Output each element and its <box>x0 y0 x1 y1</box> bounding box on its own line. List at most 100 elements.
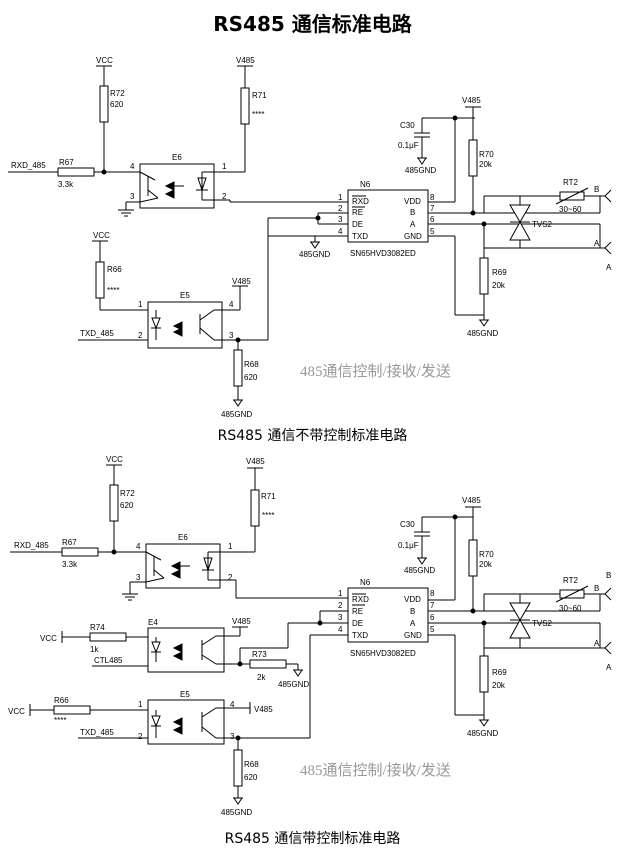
r72-ref: R72 <box>120 489 135 498</box>
v485-label: V485 <box>462 496 481 505</box>
tvs-diode <box>509 602 531 621</box>
r72-ref: R72 <box>110 89 125 98</box>
svg-text:7: 7 <box>430 204 435 213</box>
vcc-label: VCC <box>40 634 57 643</box>
resistor-r73 <box>249 659 287 669</box>
optocoupler-e4 <box>147 627 225 673</box>
svg-text:TXD: TXD <box>352 232 368 241</box>
svg-text:8: 8 <box>430 193 435 202</box>
resistor-r66 <box>53 705 91 715</box>
svg-text:3: 3 <box>136 573 141 582</box>
r72-value: 620 <box>110 100 124 109</box>
rt2-ref: RT2 <box>563 576 579 585</box>
rt2-ref: RT2 <box>563 178 579 187</box>
svg-text:TXD: TXD <box>352 631 368 640</box>
v485-label: V485 <box>246 457 265 466</box>
gnd-label: 485GND <box>467 329 498 338</box>
e5-label: E5 <box>180 690 190 699</box>
svg-text:3: 3 <box>338 613 343 622</box>
output-b-label: B <box>594 185 599 194</box>
n6-label: N6 <box>360 180 371 189</box>
optocoupler-e5 <box>147 699 225 745</box>
svg-text:4: 4 <box>130 162 135 171</box>
output-a-label: A <box>594 639 600 648</box>
r71-value: **** <box>262 511 274 520</box>
svg-text:4: 4 <box>229 300 234 309</box>
vcc-label: VCC <box>96 56 113 65</box>
svg-text:1: 1 <box>138 700 143 709</box>
svg-text:B: B <box>410 208 415 217</box>
e4-label: E4 <box>148 618 158 627</box>
txd-label: TXD_485 <box>80 728 114 737</box>
optocoupler-e5 <box>147 301 223 349</box>
r70-value: 20k <box>479 560 493 569</box>
v485-label: V485 <box>232 277 251 286</box>
v485-label: V485 <box>236 56 255 65</box>
resistor-r70 <box>468 139 478 177</box>
gnd-label: 485GND <box>299 250 330 259</box>
resistor-r67 <box>57 167 95 177</box>
output-a-label: A <box>606 263 612 272</box>
svg-text:2: 2 <box>138 331 143 340</box>
svg-text:8: 8 <box>430 589 435 598</box>
svg-text:6: 6 <box>430 613 435 622</box>
svg-text:4: 4 <box>338 625 343 634</box>
r71-value: **** <box>252 110 264 119</box>
c30-value: 0.1μF <box>398 141 419 150</box>
v485-label: V485 <box>462 96 481 105</box>
svg-text:DE: DE <box>352 619 363 628</box>
svg-text:2: 2 <box>222 192 227 201</box>
svg-text:3: 3 <box>230 732 235 741</box>
svg-text:1: 1 <box>228 542 233 551</box>
resistor-r72 <box>109 484 119 522</box>
svg-text:RXD: RXD <box>352 197 369 206</box>
svg-text:5: 5 <box>430 625 435 634</box>
svg-text:4: 4 <box>136 542 141 551</box>
e6-label: E6 <box>178 533 188 542</box>
diagram-no-control: VCC R72 620 RXD_485 R67 3.3k E6 4 3 1 2 <box>8 56 612 419</box>
r70-ref: R70 <box>479 150 494 159</box>
r68-value: 620 <box>244 373 258 382</box>
rxd-label: RXD_485 <box>11 161 46 170</box>
rt2-value: 30~60 <box>559 205 582 214</box>
page-title: RS485 通信标准电路 <box>213 12 412 36</box>
r66-value: **** <box>107 286 119 295</box>
r69-value: 20k <box>492 281 506 290</box>
svg-text:GND: GND <box>404 631 422 640</box>
resistor-r70 <box>468 539 478 577</box>
resistor-r72 <box>99 85 109 123</box>
svg-text:3: 3 <box>130 192 135 201</box>
resistor-r71 <box>250 489 260 527</box>
transceiver-ic-n6 <box>347 587 429 643</box>
diagram-watermark: 485通信控制/接收/发送 <box>300 762 451 779</box>
c30-ref: C30 <box>400 520 415 529</box>
svg-text:3: 3 <box>338 215 343 224</box>
r66-value: **** <box>54 716 66 725</box>
transceiver-ic-n6 <box>347 189 429 243</box>
r74-ref: R74 <box>90 623 105 632</box>
r68-value: 620 <box>244 773 258 782</box>
output-a-label: A <box>606 663 612 672</box>
r66-ref: R66 <box>54 696 69 705</box>
r71-ref: R71 <box>252 91 267 100</box>
svg-text:4: 4 <box>338 227 343 236</box>
rxd-label: RXD_485 <box>14 541 49 550</box>
svg-text:VDD: VDD <box>404 595 421 604</box>
svg-text:RE: RE <box>352 208 363 217</box>
output-b-label: B <box>594 584 599 593</box>
r70-ref: R70 <box>479 550 494 559</box>
txd-label: TXD_485 <box>80 329 114 338</box>
svg-text:RE: RE <box>352 607 363 616</box>
svg-text:B: B <box>410 607 415 616</box>
v485-label: V485 <box>254 705 273 714</box>
r69-ref: R69 <box>492 668 507 677</box>
r71-ref: R71 <box>261 492 276 501</box>
vcc-label: VCC <box>106 455 123 464</box>
ctl-label: CTL485 <box>94 656 123 665</box>
svg-text:1: 1 <box>338 193 343 202</box>
svg-text:1: 1 <box>138 300 143 309</box>
r66-ref: R66 <box>107 265 122 274</box>
vcc-label: VCC <box>8 707 25 716</box>
e6-label: E6 <box>172 153 182 162</box>
